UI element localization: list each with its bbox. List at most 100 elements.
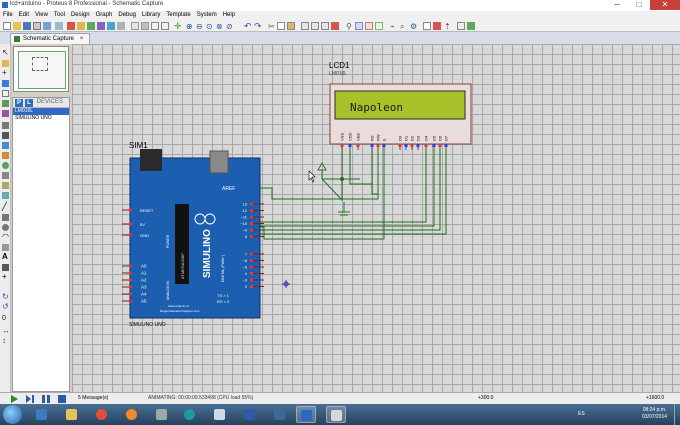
path-icon[interactable] (2, 244, 9, 251)
home-icon[interactable] (67, 22, 75, 30)
taskbar-proteus[interactable] (296, 406, 316, 423)
generator-icon[interactable] (2, 162, 9, 169)
taskbar-isis[interactable] (270, 406, 290, 423)
pause-icon[interactable] (42, 395, 50, 403)
zoom-area-icon[interactable]: ⊗ (216, 22, 223, 31)
graph-icon[interactable] (2, 142, 9, 149)
paste-icon[interactable] (287, 22, 295, 30)
taskbar-app[interactable] (152, 406, 172, 423)
text-icon[interactable]: A (2, 252, 8, 261)
stop-icon[interactable] (58, 395, 66, 403)
menu-system[interactable]: System (196, 12, 217, 18)
circle-icon[interactable] (2, 224, 9, 231)
menu-library[interactable]: Library (142, 12, 161, 18)
marker-icon[interactable]: + (2, 272, 7, 281)
wire-label-icon[interactable] (2, 80, 9, 87)
pick-devices-button[interactable]: P (15, 99, 23, 107)
close-project-icon[interactable] (55, 22, 63, 30)
menu-edit[interactable]: Edit (18, 12, 30, 18)
ground-terminal[interactable] (338, 202, 350, 216)
rotate-clockwise-icon[interactable]: ↻ (2, 292, 9, 301)
pick-device-icon[interactable]: ⚲ (346, 22, 352, 31)
taskbar-arduino[interactable] (180, 406, 200, 423)
make-device-icon[interactable] (355, 22, 363, 30)
taskbar-notepad[interactable] (210, 406, 230, 423)
zoom-in-icon[interactable]: ⊕ (186, 22, 193, 31)
remove-sheet-icon[interactable] (433, 22, 441, 30)
arc-icon[interactable]: ◠ (2, 232, 9, 241)
voltage-probe-icon[interactable] (2, 172, 9, 179)
exit-parent-icon[interactable]: ⇡ (444, 22, 451, 31)
device-pins-icon[interactable] (2, 132, 9, 139)
gerber-icon[interactable] (97, 22, 105, 30)
virtual-instrument-icon[interactable] (2, 192, 9, 199)
decompose-icon[interactable] (375, 22, 383, 30)
zoom-all-icon[interactable]: ⊙ (206, 22, 213, 31)
taskbar-virtual-terminal[interactable] (326, 406, 346, 423)
packaging-icon[interactable] (365, 22, 373, 30)
wire-autorouter-icon[interactable]: ⌁ (390, 22, 395, 31)
export-icon[interactable] (43, 22, 51, 30)
tape-recorder-icon[interactable] (2, 152, 9, 159)
menu-file[interactable]: File (3, 12, 13, 18)
menu-design[interactable]: Design (70, 12, 90, 18)
line-icon[interactable]: ╱ (2, 202, 7, 211)
close-button[interactable]: ✕ (650, 0, 680, 10)
device-item-lm016l[interactable]: LM016L (13, 108, 69, 115)
menu-graph[interactable]: Graph (95, 12, 113, 18)
minimize-button[interactable]: ─ (614, 0, 620, 9)
arduino-component[interactable]: SIM1 ATMEGA328P SIMULINO AREF RESET 5V G… (122, 141, 264, 328)
block-copy-icon[interactable] (301, 22, 309, 30)
pan-icon[interactable]: ✛ (174, 21, 182, 31)
block-delete-icon[interactable] (331, 22, 339, 30)
power-terminal[interactable] (317, 161, 327, 179)
component-mode-icon[interactable] (2, 60, 9, 67)
step-icon[interactable] (26, 395, 34, 403)
menu-tool[interactable]: Tool (53, 12, 65, 18)
buses-icon[interactable] (2, 100, 9, 107)
library-manager-button[interactable]: L (25, 99, 33, 107)
subcircuit-icon[interactable] (2, 110, 9, 117)
current-probe-icon[interactable] (2, 182, 9, 189)
open-icon[interactable] (13, 22, 21, 30)
bill-of-materials-icon[interactable] (457, 22, 465, 30)
text-script-icon[interactable] (2, 90, 9, 97)
box-icon[interactable] (2, 214, 9, 221)
origin-icon[interactable] (151, 22, 159, 30)
undo-icon[interactable]: ↶ (244, 21, 252, 31)
clock[interactable]: 08:24 p.m. 03/07/2014 (642, 407, 667, 421)
redo-icon[interactable]: ↷ (254, 21, 262, 31)
taskbar-chrome[interactable] (92, 406, 112, 423)
rotation-angle-icon[interactable]: 0 (2, 315, 6, 322)
crosshair-icon[interactable] (161, 22, 169, 30)
new-icon[interactable] (3, 22, 11, 30)
maximize-button[interactable]: □ (636, 0, 642, 9)
save-icon[interactable] (23, 22, 31, 30)
device-item-simulino-uno[interactable]: SIMULINO UNO (15, 115, 52, 121)
search-icon[interactable]: ⌕ (400, 22, 405, 31)
property-tool-icon[interactable]: ⚙ (410, 22, 418, 31)
menu-help[interactable]: Help (222, 12, 236, 18)
rotate-anticlockwise-icon[interactable]: ↺ (2, 302, 9, 311)
copy-icon[interactable] (277, 22, 285, 30)
start-button[interactable] (3, 405, 22, 424)
taskbar-firefox[interactable] (122, 406, 142, 423)
pcb-icon[interactable] (87, 22, 95, 30)
taskbar-word[interactable] (240, 406, 260, 423)
terminals-icon[interactable] (2, 122, 9, 129)
zoom-selection-icon[interactable]: ⊘ (226, 22, 233, 31)
import-icon[interactable] (33, 22, 41, 30)
mirror-x-icon[interactable]: ↔ (2, 326, 10, 335)
language-indicator[interactable]: ES (578, 411, 585, 417)
symbol-icon[interactable] (2, 264, 9, 271)
grid-icon[interactable] (141, 22, 149, 30)
junction-dot-icon[interactable]: + (2, 68, 7, 77)
overview-window[interactable] (13, 46, 69, 92)
source-code-icon[interactable] (117, 22, 125, 30)
tab-close-icon[interactable]: × (79, 36, 84, 42)
menu-debug[interactable]: Debug (118, 12, 136, 18)
zoom-out-icon[interactable]: ⊖ (196, 22, 203, 31)
show-desktop-button[interactable] (674, 404, 680, 425)
